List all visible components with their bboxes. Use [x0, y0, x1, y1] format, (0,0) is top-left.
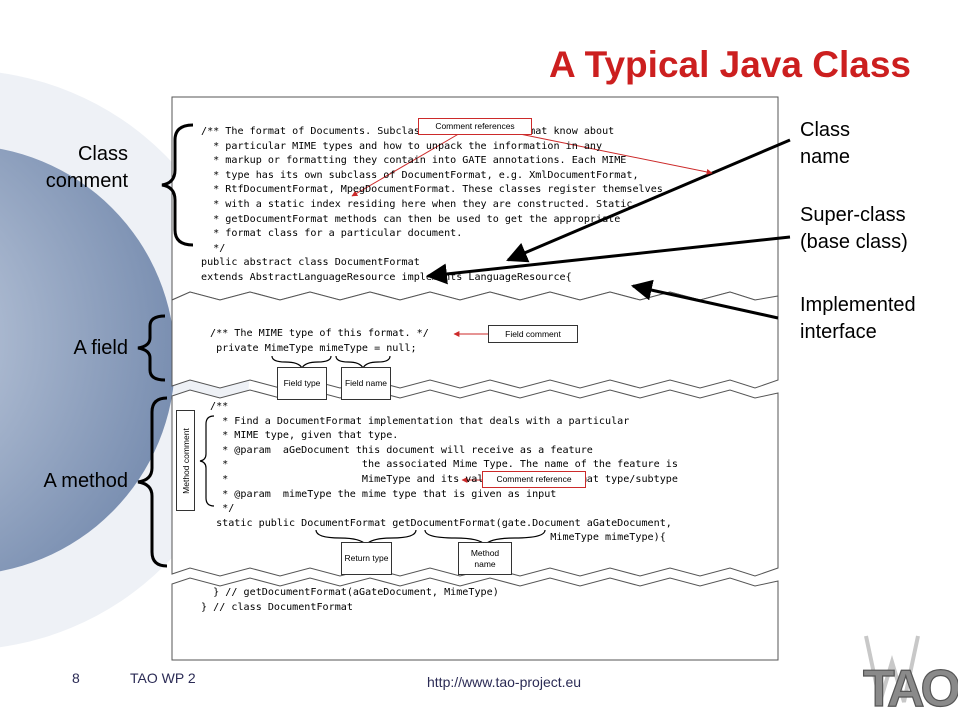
- super-class-label: Super-class (base class): [800, 204, 908, 253]
- comment-references-tag: Comment references: [418, 118, 532, 135]
- code-line: /**: [210, 401, 229, 412]
- implemented-interface-label: Implemented interface: [800, 294, 916, 343]
- method-name-tag: Method name: [458, 542, 512, 575]
- code-line: * @param mimeType the mime type that is …: [210, 488, 557, 500]
- end-panel-outline: [171, 577, 779, 661]
- comment-reference-tag: Comment reference: [482, 471, 586, 488]
- code-line: * Find a DocumentFormat implementation t…: [210, 415, 630, 427]
- code-line: private MimeType mimeType = null;: [210, 342, 417, 354]
- code-line: * MimeType and its value is in the forma…: [210, 473, 678, 485]
- code-line: * RtfDocumentFormat, MpegDocumentFormat.…: [201, 184, 663, 196]
- method-code-block: /** * Find a DocumentFormat implementati…: [210, 400, 678, 546]
- field-name-tag: Field name: [341, 367, 391, 400]
- field-code-block: /** The MIME type of this format. */ pri…: [210, 327, 429, 356]
- class-comment-label: Class comment: [45, 143, 128, 192]
- code-line: * the associated Mime Type. The name of …: [210, 459, 678, 471]
- class-code-block: /** The format of Documents. Subclasses …: [201, 125, 663, 286]
- method-label: A method: [43, 470, 128, 492]
- field-brace: [137, 314, 166, 382]
- code-line: * format class for a particular document…: [201, 228, 463, 240]
- code-line: * particular MIME types and how to unpac…: [201, 140, 603, 152]
- code-line: * with a static index residing here when…: [201, 198, 633, 210]
- field-label: A field: [73, 337, 128, 359]
- comment-ref-arrow-2: [509, 131, 713, 175]
- code-line: * @param aGeDocument this document will …: [210, 444, 593, 456]
- page-number: 8: [72, 670, 80, 686]
- code-line: } // getDocumentFormat(aGateDocument, Mi…: [201, 587, 499, 598]
- method-comment-tag: Method comment: [176, 410, 195, 511]
- code-line: */: [201, 242, 226, 254]
- logo-text: TAO: [863, 660, 958, 716]
- code-line: } // class DocumentFormat: [201, 601, 353, 613]
- method-comment-brace: [199, 415, 215, 507]
- code-line: */: [210, 503, 235, 515]
- class-name-arrow: [506, 138, 791, 263]
- code-line: /** The MIME type of this format. */: [210, 328, 429, 339]
- code-line: * markup or formatting they contain into…: [201, 155, 627, 167]
- code-line: static public DocumentFormat getDocument…: [210, 517, 672, 529]
- comment-ref-arrow-1: [351, 131, 463, 197]
- interface-arrow: [630, 279, 779, 320]
- class-comment-brace: [161, 123, 194, 247]
- field-type-tag: Field type: [277, 367, 327, 400]
- code-line: MimeType mimeType){: [210, 532, 666, 544]
- slide-title: A Typical Java Class: [549, 44, 911, 85]
- super-class-arrow: [425, 235, 791, 285]
- code-line: * getDocumentFormat methods can then be …: [201, 213, 621, 225]
- inner-circle: [0, 148, 175, 572]
- return-type-tag: Return type: [341, 542, 392, 575]
- end-code-block: } // getDocumentFormat(aGateDocument, Mi…: [201, 586, 499, 615]
- code-line: extends AbstractLanguageResource impleme…: [201, 271, 572, 283]
- code-line: public abstract class DocumentFormat: [201, 257, 420, 269]
- code-line: * type has its own subclass of DocumentF…: [201, 169, 639, 181]
- code-line: * MIME type, given that type.: [210, 430, 399, 442]
- logo-w-strokes: [864, 635, 920, 703]
- field-comment-tag: Field comment: [488, 325, 578, 343]
- method-brace: [137, 396, 168, 568]
- tao-logo: TAO: [862, 635, 958, 716]
- project-url: http://www.tao-project.eu: [427, 674, 582, 690]
- class-name-label: Class name: [800, 119, 851, 168]
- project-name: TAO WP 2: [130, 670, 196, 686]
